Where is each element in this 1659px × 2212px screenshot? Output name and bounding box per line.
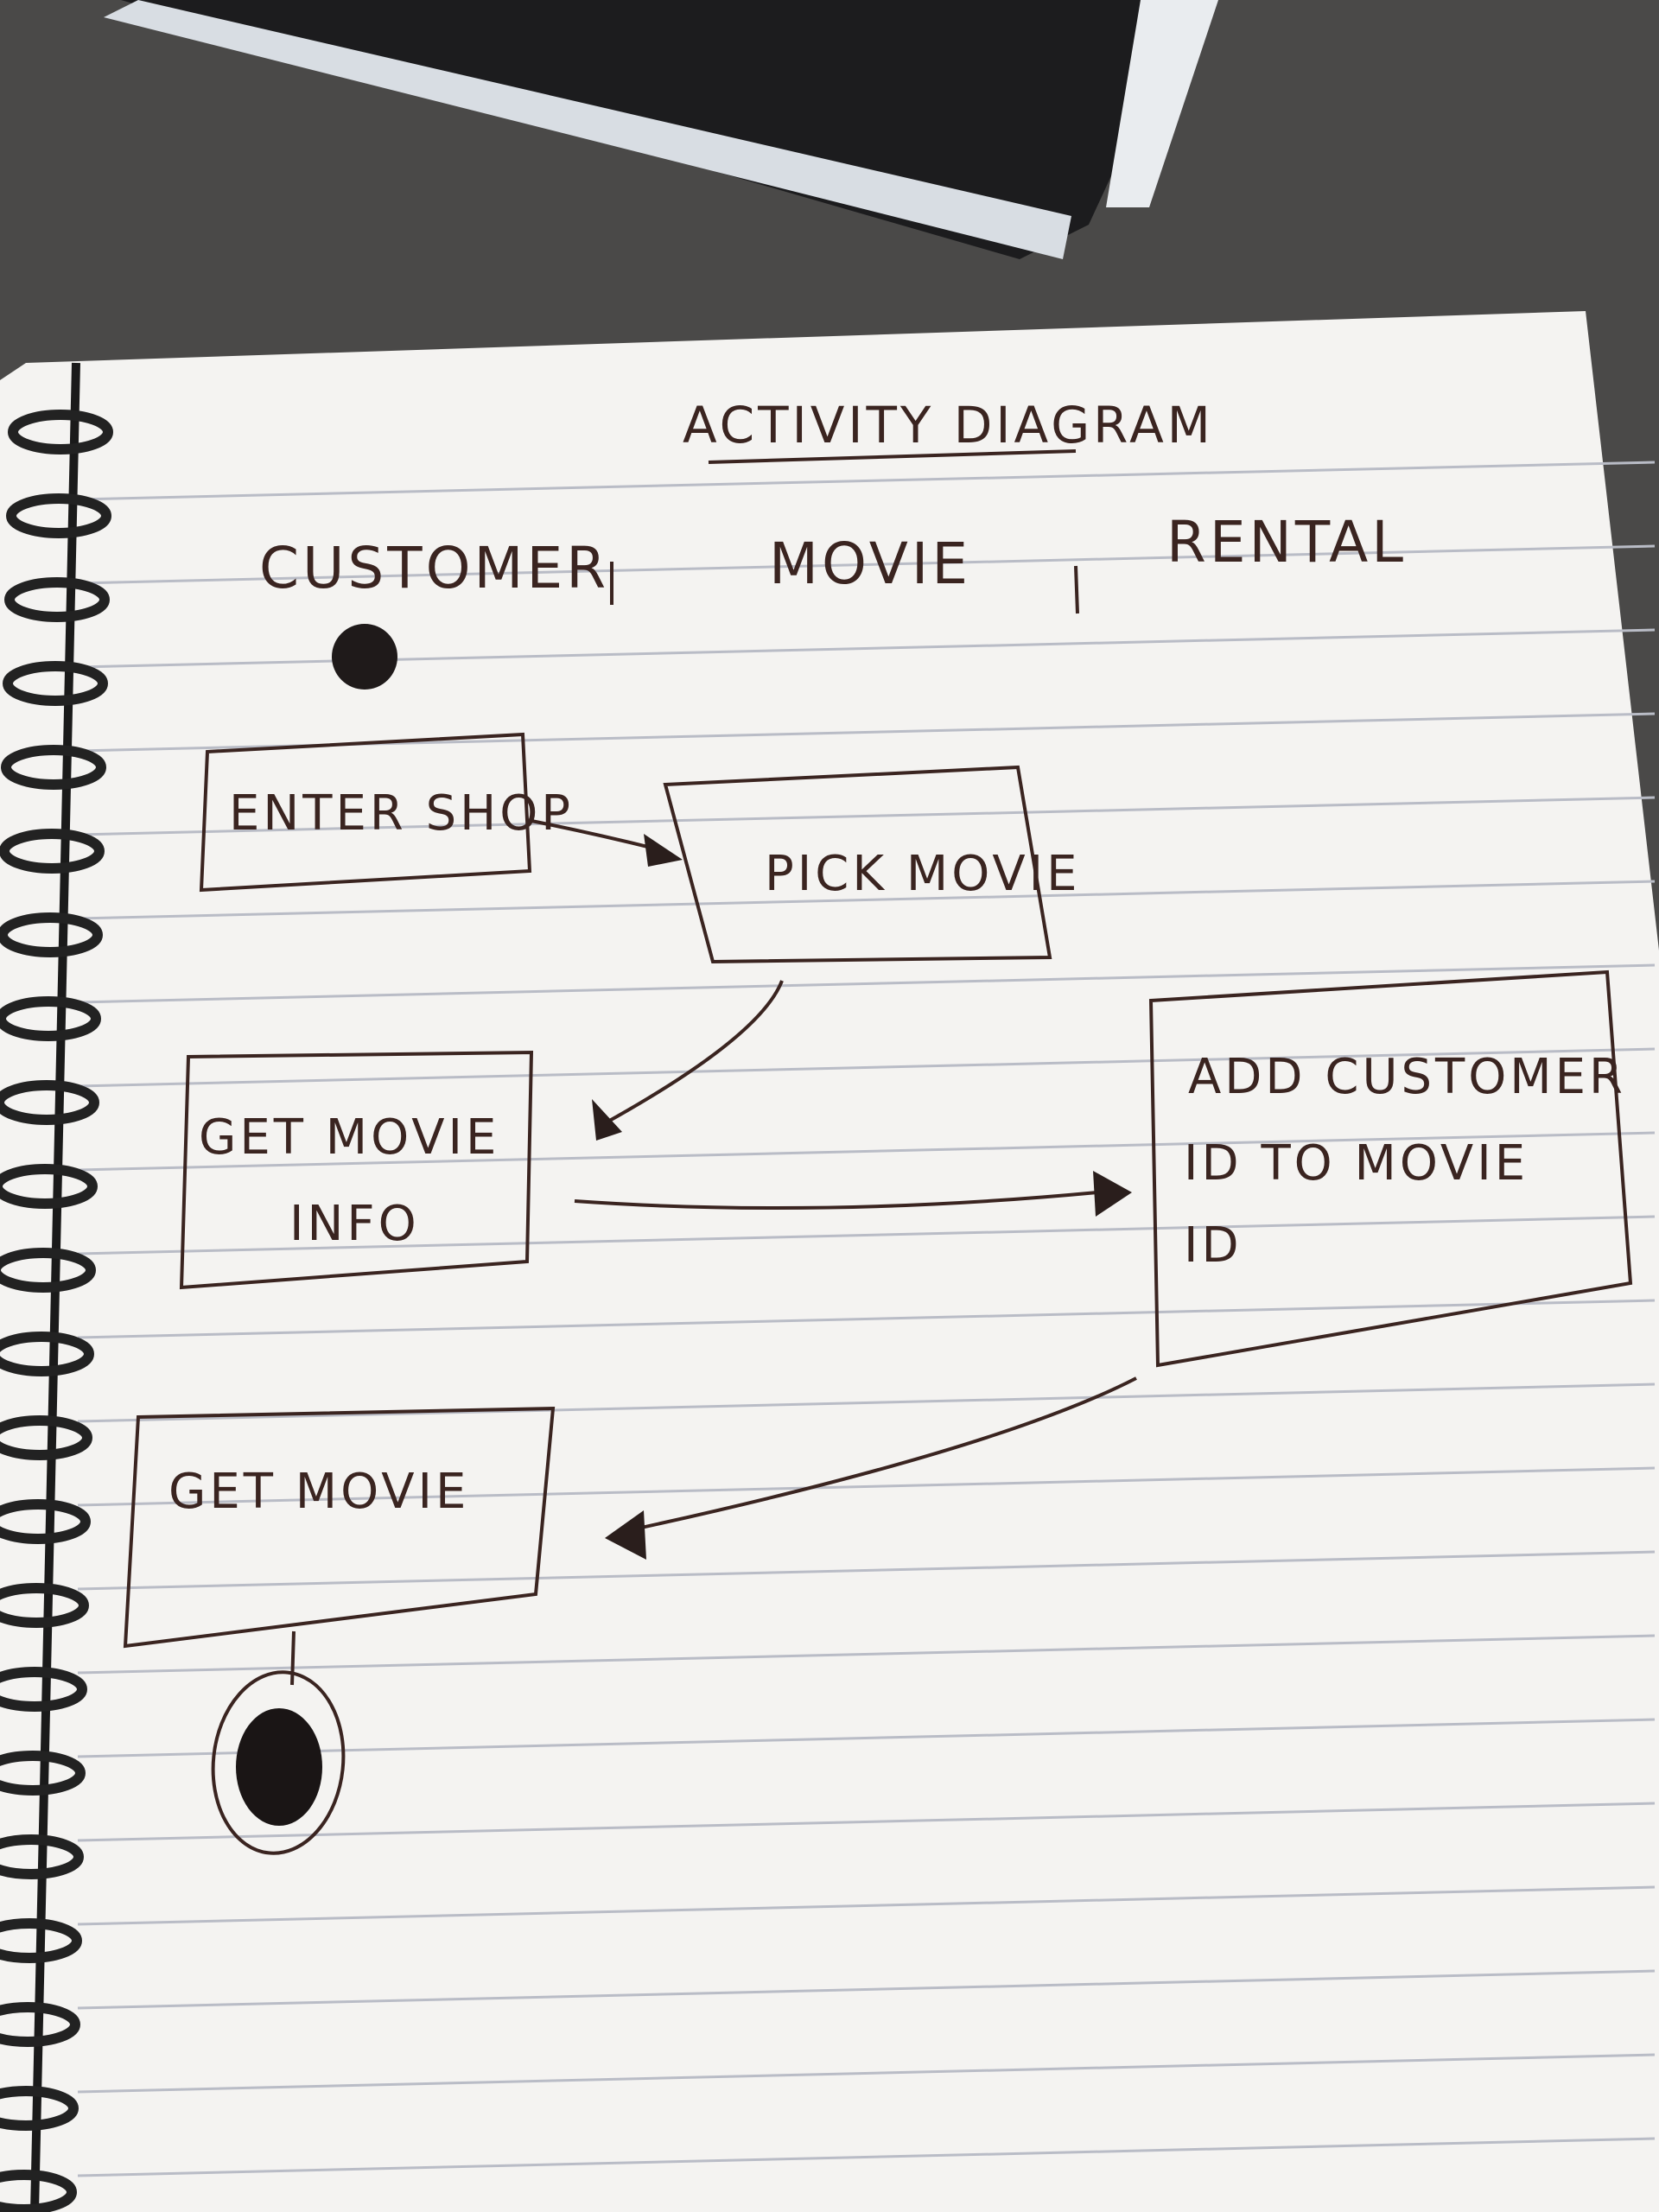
ruled-line: [77, 1718, 1656, 1758]
spiral-ring: [6, 493, 111, 538]
activity-label: INFO: [289, 1196, 420, 1252]
ruled-line: [77, 1215, 1656, 1255]
spiral-ring: [0, 2086, 79, 2131]
spiral-ring: [0, 1415, 92, 1460]
ruled-line: [77, 1047, 1656, 1088]
spiral-ring: [0, 2170, 77, 2212]
spiral-ring: [8, 410, 113, 454]
ruled-line: [77, 796, 1656, 836]
activity-label: GET MOVIE: [168, 1464, 469, 1520]
flow-info-to-add: [574, 1191, 1098, 1210]
ruled-line: [77, 1550, 1656, 1591]
activity-label: ID TO MOVIE: [1184, 1135, 1529, 1192]
final-node: [211, 1670, 346, 1855]
arrowhead-3: [1093, 1171, 1132, 1217]
ruled-line: [77, 1969, 1656, 2010]
spiral-ring: [4, 577, 110, 622]
ruled-lines: [77, 461, 1656, 2177]
initial-node: [332, 624, 397, 690]
ruled-line: [77, 1299, 1656, 1339]
ruled-line: [77, 1634, 1656, 1675]
spiral-ring: [0, 1164, 98, 1209]
notebook-page: [0, 311, 1659, 2212]
ruled-line: [77, 544, 1656, 585]
activity-label: ADD CUSTOMER: [1188, 1049, 1626, 1105]
ruled-line: [77, 2137, 1656, 2177]
activity-label: GET MOVIE: [199, 1109, 499, 1166]
activity-pick-movie: PICK MOVIE: [663, 765, 1081, 964]
arrowheads: [592, 834, 1132, 1560]
activity-label: ENTER SHOP: [229, 785, 574, 842]
ruled-line: [77, 1885, 1656, 1926]
spiral-ring: [3, 661, 108, 706]
lane-divider-2: [1074, 565, 1079, 614]
ruled-line: [77, 1131, 1656, 1172]
ruled-line: [77, 461, 1656, 501]
spiral-ring: [0, 1499, 91, 1544]
lane-label-rental: RENTAL: [1166, 509, 1407, 575]
spiral-ring: [1, 745, 106, 790]
spiral-ring: [0, 1583, 89, 1628]
flow-getmovie-to-end: [290, 1630, 296, 1686]
activity-label: ID: [1184, 1217, 1243, 1274]
activity-get-movie: GET MOVIE: [123, 1406, 556, 1649]
activity-get-movie-info: GET MOVIE INFO: [179, 1050, 534, 1290]
activity-add-customer-id: ADD CUSTOMER ID TO MOVIE ID: [1148, 969, 1633, 1368]
spiral-ring: [0, 1751, 86, 1796]
diagram-title: ACTIVITY DIAGRAM: [683, 396, 1214, 454]
black-book: [104, 0, 1218, 259]
arrowhead-4: [605, 1510, 646, 1560]
ruled-line: [77, 2053, 1656, 2094]
spiral-binding: [0, 410, 113, 2212]
ruled-line: [77, 1802, 1656, 1842]
lane-label-customer: CUSTOMER: [259, 535, 609, 601]
spiral-ring: [0, 1667, 87, 1712]
spiral-ring: [0, 1248, 96, 1293]
flow-pick-to-info: [604, 980, 784, 1125]
spiral-ring: [0, 2002, 80, 2047]
spiral-ring: [0, 1332, 94, 1376]
activity-label: PICK MOVIE: [765, 846, 1081, 902]
spiral-ring: [0, 1080, 99, 1125]
flow-add-to-getmovie: [613, 1376, 1137, 1535]
spiral-ring: [0, 1918, 82, 1963]
spiral-ring: [0, 1834, 84, 1879]
arrowhead-2: [592, 1099, 622, 1141]
ruled-line: [77, 880, 1656, 920]
spiral-ring: [0, 996, 101, 1041]
arrowhead-1: [644, 834, 683, 867]
ruled-line: [77, 963, 1656, 1004]
ruled-line: [77, 1382, 1656, 1423]
ruled-line: [77, 1466, 1656, 1507]
activity-enter-shop: ENTER SHOP: [199, 732, 574, 893]
spiral-ring: [0, 829, 105, 874]
spiral-ring: [0, 912, 103, 957]
lane-label-movie: MOVIE: [769, 531, 971, 597]
title-underline: [708, 449, 1077, 464]
